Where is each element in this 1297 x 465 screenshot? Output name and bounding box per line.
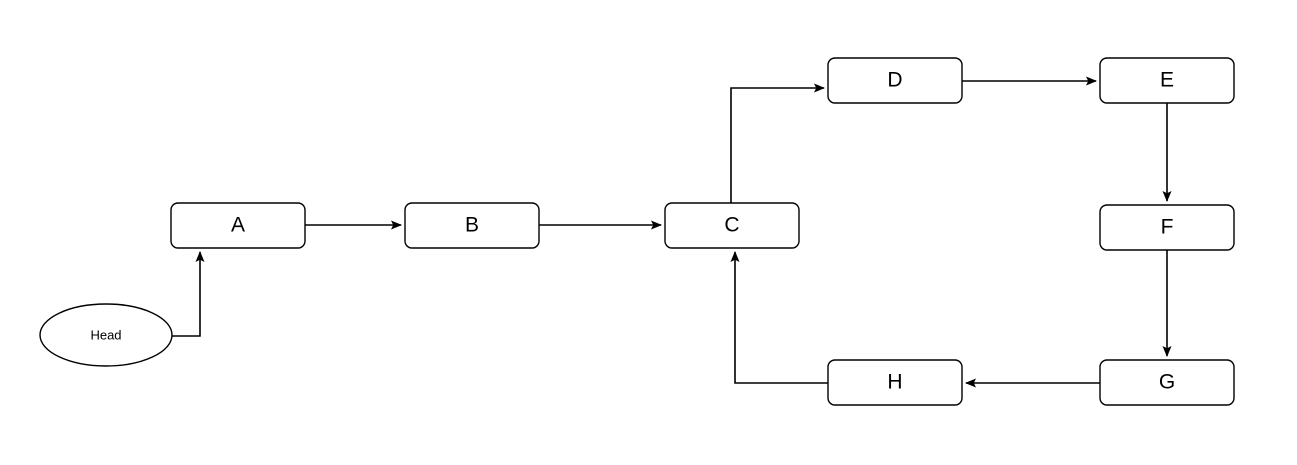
node-h[interactable]: H	[827, 359, 963, 406]
nodes-layer: Head A B C D E	[39, 57, 1235, 406]
edge-h-to-c	[730, 251, 828, 384]
node-h-shape[interactable]	[827, 359, 963, 406]
node-c-shape[interactable]	[664, 202, 800, 249]
node-head-label: Head	[90, 327, 121, 342]
node-b-label: B	[465, 214, 479, 237]
node-c-label: C	[724, 214, 739, 237]
node-f[interactable]: F	[1099, 204, 1235, 251]
node-b-shape[interactable]	[404, 202, 540, 249]
node-e-shape[interactable]	[1099, 57, 1235, 104]
node-e-label: E	[1160, 69, 1174, 92]
node-g-shape[interactable]	[1099, 359, 1235, 406]
node-f-shape[interactable]	[1099, 204, 1235, 251]
node-head-shape[interactable]	[39, 303, 173, 367]
node-c[interactable]: C	[664, 202, 800, 249]
node-g[interactable]: G	[1099, 359, 1235, 406]
node-d-label: D	[887, 69, 902, 92]
node-d[interactable]: D	[827, 57, 963, 104]
edges-layer	[172, 76, 1172, 388]
edge-c-to-d	[730, 83, 825, 203]
edge-head-to-a	[172, 251, 205, 337]
node-a-label: A	[231, 214, 245, 237]
node-d-shape[interactable]	[827, 57, 963, 104]
node-e[interactable]: E	[1099, 57, 1235, 104]
node-f-label: F	[1161, 216, 1174, 239]
node-a[interactable]: A	[170, 202, 306, 249]
node-h-label: H	[887, 371, 902, 394]
node-b[interactable]: B	[404, 202, 540, 249]
node-head[interactable]: Head	[39, 303, 173, 367]
node-a-shape[interactable]	[170, 202, 306, 249]
node-g-label: G	[1159, 371, 1175, 394]
